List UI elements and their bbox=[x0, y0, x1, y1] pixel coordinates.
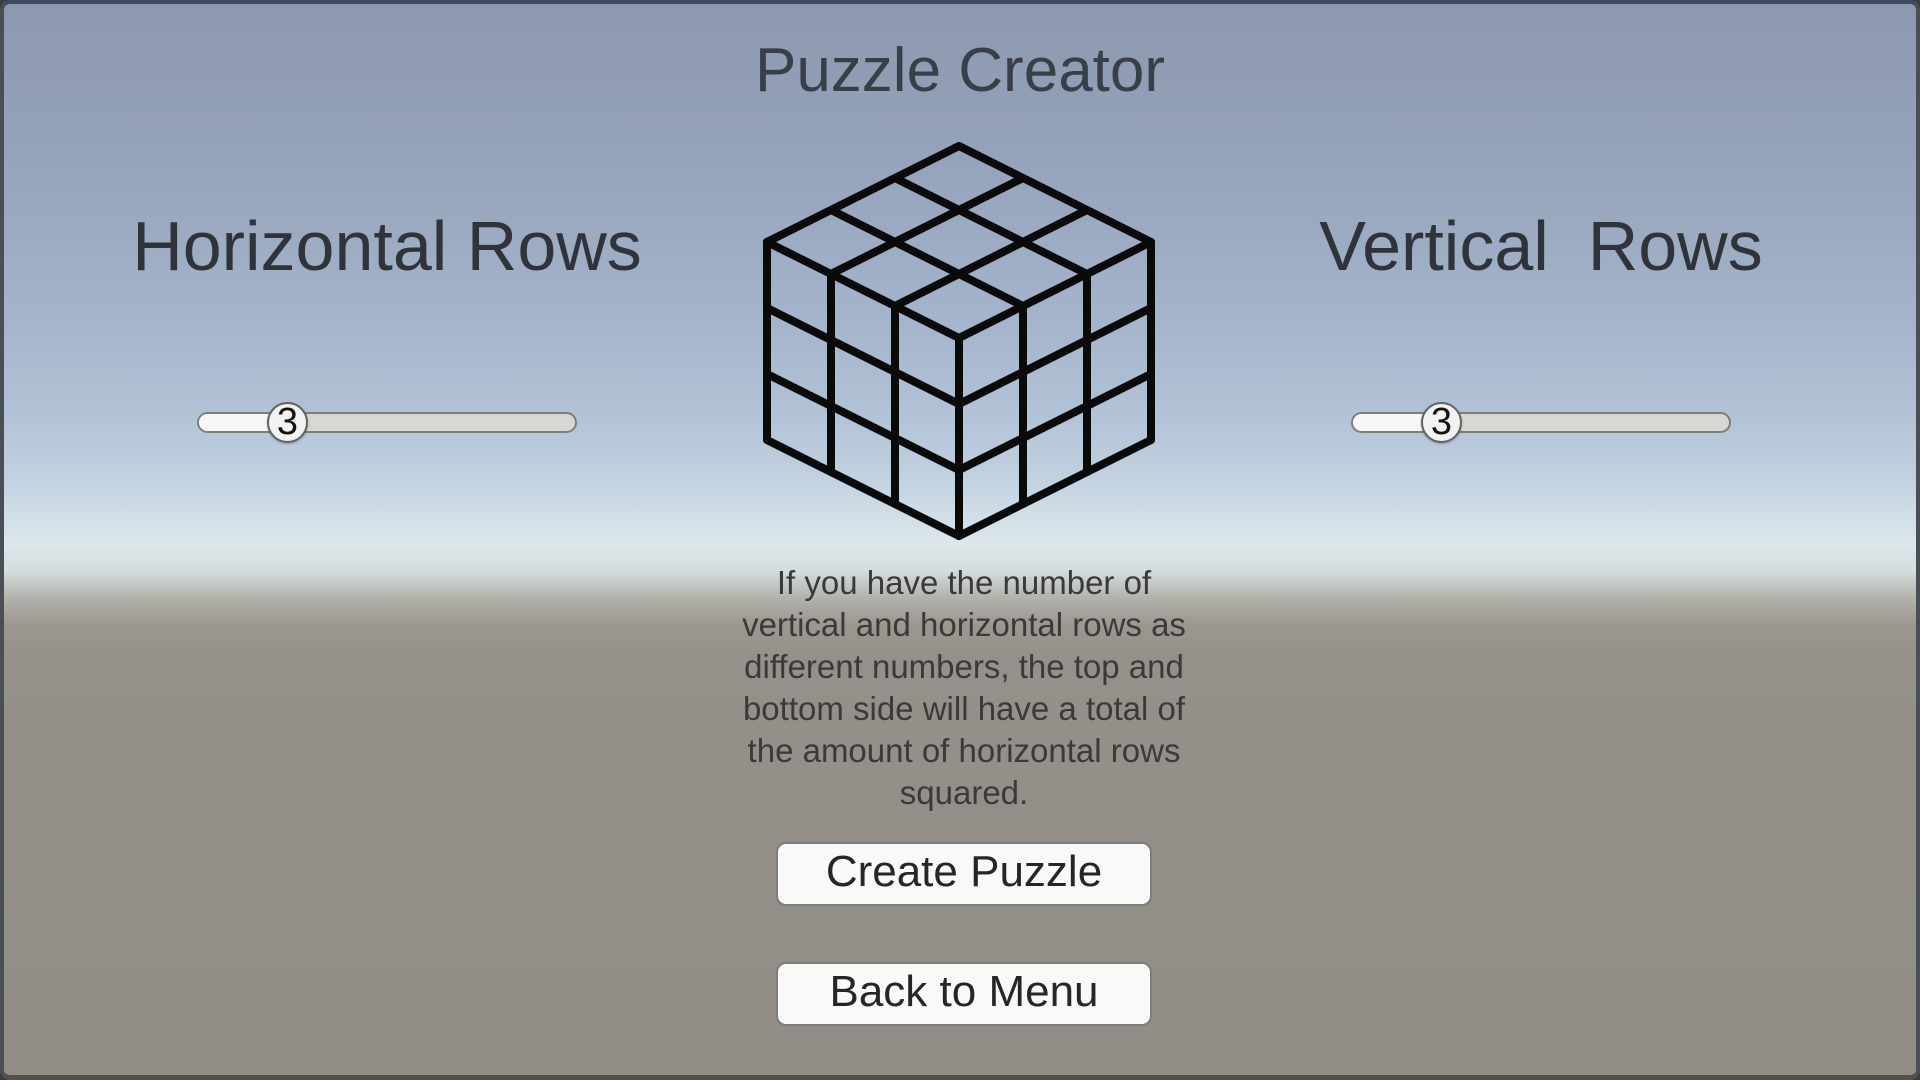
horizontal-slider-value: 3 bbox=[276, 401, 299, 443]
vertical-slider-track[interactable] bbox=[1351, 412, 1731, 433]
horizontal-slider-fill bbox=[199, 414, 289, 431]
vertical-slider-fill bbox=[1353, 414, 1443, 431]
back-to-menu-button[interactable]: Back to Menu bbox=[776, 962, 1152, 1026]
page-title: Puzzle Creator bbox=[754, 36, 1166, 105]
horizontal-rows-label: Horizontal Rows bbox=[132, 207, 642, 285]
rubiks-cube-wireframe-icon bbox=[763, 142, 1155, 540]
horizontal-rows-slider[interactable]: 3 bbox=[197, 401, 577, 443]
horizontal-slider-handle[interactable]: 3 bbox=[267, 401, 308, 443]
vertical-rows-label: Vertical Rows bbox=[1319, 207, 1763, 285]
horizontal-slider-track[interactable] bbox=[197, 412, 577, 433]
vertical-slider-value: 3 bbox=[1430, 401, 1453, 443]
vertical-slider-handle[interactable]: 3 bbox=[1421, 401, 1462, 443]
vertical-rows-slider[interactable]: 3 bbox=[1351, 401, 1731, 443]
create-puzzle-button[interactable]: Create Puzzle bbox=[776, 842, 1152, 906]
